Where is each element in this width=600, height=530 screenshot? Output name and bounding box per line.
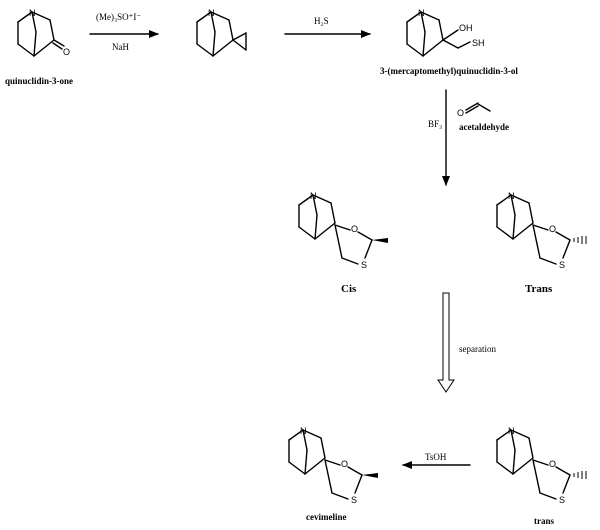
atom-SH: SH (472, 38, 485, 48)
reagent-step1-bottom: NaH (112, 42, 129, 52)
atom-S: S (559, 260, 565, 270)
reagent-step1-top: (Me)₃SO⁺I⁻ (96, 12, 141, 22)
label-cis: Cis (341, 283, 357, 295)
atom-O: O (457, 108, 464, 118)
atom-O: O (341, 459, 348, 469)
atom-N: N (208, 8, 215, 18)
spiro-cyclopropane-structure: N (196, 8, 247, 57)
label-quinuclidinone: quinuclidin-3-one (5, 76, 73, 86)
atom-N: N (310, 191, 317, 201)
label-trans-upper: Trans (525, 283, 553, 295)
atom-O: O (549, 459, 556, 469)
reagent-separation: separation (459, 344, 496, 354)
label-cevimeline: cevimeline (306, 512, 346, 522)
atom-OH: OH (459, 23, 473, 33)
reagent-step3-aldehyde: acetaldehyde (459, 122, 509, 132)
atom-N: N (508, 191, 515, 201)
acetaldehyde-structure: O (457, 102, 491, 118)
quinuclidinone-structure: N O (17, 8, 70, 57)
reagent-step3-lewis: BF₃ (428, 119, 442, 129)
arrow-separation (437, 292, 455, 393)
label-mercapto: 3-(mercaptomethyl)quinuclidin-3-ol (380, 66, 518, 76)
atom-O: O (549, 224, 556, 234)
atom-N: N (300, 426, 307, 436)
atom-O: O (351, 224, 358, 234)
atom-O: O (63, 47, 70, 57)
atom-S: S (559, 495, 565, 505)
label-trans-lower: trans (534, 516, 554, 526)
trans-lower-structure: N O S (496, 426, 587, 505)
atom-N: N (29, 8, 36, 18)
mercaptomethyl-structure: N OH SH (406, 8, 485, 57)
atom-N: N (508, 426, 515, 436)
trans-isomer-structure: N O S (496, 191, 587, 270)
cevimeline-structure: N O S (288, 426, 378, 505)
atom-N: N (418, 8, 425, 18)
cis-isomer-structure: N O S (298, 191, 388, 270)
reagent-step2: H₂S (314, 16, 329, 26)
atom-S: S (351, 495, 357, 505)
atom-S: S (361, 260, 367, 270)
reagent-tsoh: TsOH (425, 452, 447, 462)
